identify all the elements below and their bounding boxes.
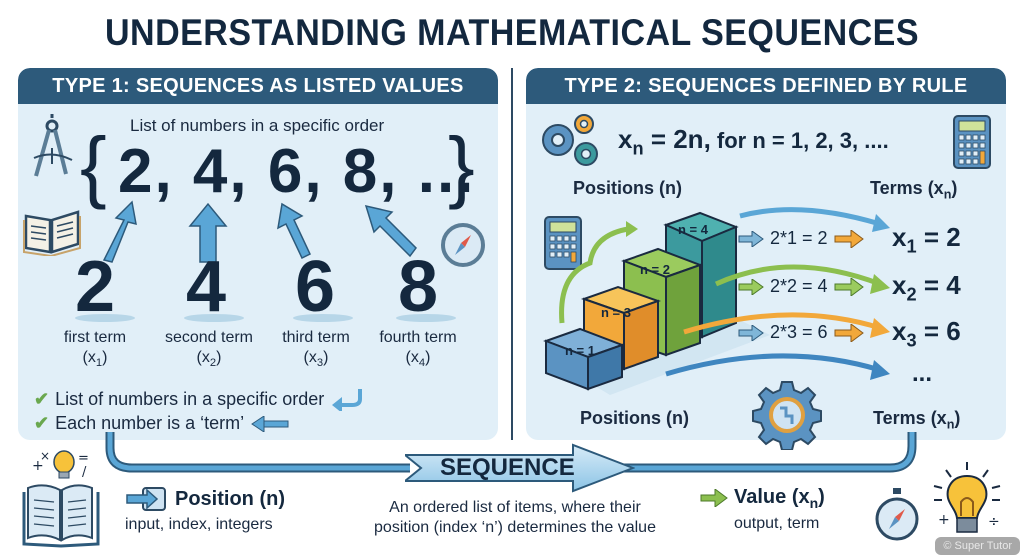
- result-x2: x2 = 4: [892, 270, 961, 305]
- svg-text:/: /: [82, 465, 87, 480]
- set-values: 2, 4, 6, 8, ...: [118, 137, 476, 206]
- input-arrow-icon: [126, 487, 166, 511]
- term-shadow: [75, 314, 135, 322]
- positions-label-top: Positions (n): [573, 178, 682, 198]
- lightbulb-icon: + ÷: [933, 462, 1001, 533]
- svg-text:×: ×: [40, 449, 50, 463]
- calc-row-1: 2*1 = 2: [738, 228, 864, 249]
- svg-text:=: =: [78, 451, 89, 466]
- svg-text:+: +: [32, 458, 44, 474]
- check-item-1: ✔ List of numbers in a specific order: [34, 387, 366, 411]
- compass-drawing-icon: [33, 114, 73, 177]
- left-arrow-icon: [251, 415, 289, 432]
- panel-divider: [511, 68, 513, 440]
- result-x3: x3 = 6: [892, 316, 961, 351]
- output-arrow-icon: [700, 489, 728, 508]
- value-title: Value (xn): [734, 486, 825, 511]
- arrow-right-icon: [834, 277, 864, 296]
- page-title: UNDERSTANDING MATHEMATICAL SEQUENCES: [105, 12, 919, 53]
- term-value-4: 8: [397, 247, 439, 327]
- term-pointer-arrows: [102, 200, 417, 263]
- term-label-4: fourth term (x4): [379, 329, 457, 369]
- gears-icon: [542, 114, 598, 166]
- result-x1: x1 = 2: [892, 222, 961, 257]
- type1-header: TYPE 1: SEQUENCES AS LISTED VALUES: [18, 68, 498, 104]
- gear-magnifier-icon: [752, 381, 822, 450]
- type1-panel: TYPE 1: SEQUENCES AS LISTED VALUES: [18, 68, 498, 440]
- arrow-right-icon: [738, 324, 764, 341]
- check-icon: ✔: [34, 388, 50, 409]
- term-label-2: second term (x2): [164, 329, 254, 369]
- term-label-3: third term (x3): [282, 329, 350, 369]
- step-label-4: n = 4: [678, 222, 708, 237]
- term-shadow: [293, 314, 353, 322]
- terms-label-bottom: Terms (xn): [873, 408, 961, 432]
- position-title: Position (n): [175, 487, 285, 510]
- calculator-icon: [953, 115, 991, 169]
- mapping-curve-arrows: [665, 207, 890, 380]
- check-icon: ✔: [34, 413, 50, 433]
- position-block: Position (n) input, index, integers: [125, 486, 285, 534]
- arrow-right-icon: [834, 229, 864, 248]
- term-value-1: 2: [74, 247, 116, 327]
- arrow-right-icon: [834, 323, 864, 342]
- calc-row-3: 2*3 = 6: [738, 322, 864, 343]
- positions-label-bottom: Positions (n): [580, 408, 689, 428]
- sequence-banner: [405, 443, 635, 493]
- term-shadow: [184, 314, 244, 322]
- position-subtitle: input, index, integers: [125, 516, 273, 533]
- terms-label-top: Terms (xn): [870, 178, 958, 202]
- arrow-right-icon: [738, 230, 764, 247]
- calc-row-2: 2*2 = 4: [738, 276, 864, 297]
- term-shadow: [396, 314, 456, 322]
- sequence-flow-connector: [105, 432, 917, 473]
- step-label-1: n = 1: [565, 343, 595, 358]
- open-book-icon: [23, 210, 81, 256]
- svg-text:+: +: [938, 512, 950, 528]
- step-label-2: n = 2: [640, 262, 670, 277]
- arrow-right-icon: [738, 278, 764, 295]
- value-subtitle: output, term: [734, 514, 820, 532]
- position-staircase: [543, 211, 770, 395]
- sequence-label: SEQUENCE: [440, 454, 575, 481]
- step-label-3: n = 3: [601, 305, 631, 320]
- term-label-1: first term (x1): [63, 329, 127, 369]
- calculator-icon: [544, 216, 582, 270]
- return-arrow-icon: [332, 389, 363, 411]
- type2-header: TYPE 2: SEQUENCES DEFINED BY RULE: [526, 68, 1006, 104]
- watermark: © Super Tutor: [935, 537, 1020, 555]
- book-idea-icon: + × = /: [22, 449, 100, 548]
- check-item-2: ✔ Each number is a ‘term’: [34, 413, 290, 434]
- rule-formula: xn = 2n, for n = 1, 2, 3, ....: [618, 124, 889, 159]
- stopwatch-icon: [875, 488, 919, 541]
- result-ellipsis: ...: [912, 360, 933, 387]
- term-value-2: 4: [185, 247, 227, 327]
- value-block: Value (xn) output, term: [700, 486, 825, 533]
- type1-caption: List of numbers in a specific order: [130, 116, 385, 135]
- set-open-brace: {: [80, 121, 107, 210]
- compass-navigation-icon: [441, 223, 485, 267]
- term-value-3: 6: [294, 247, 336, 327]
- svg-text:÷: ÷: [988, 514, 1000, 530]
- set-close-brace: }: [448, 121, 475, 210]
- sequence-definition: An ordered list of items, where their po…: [374, 499, 656, 536]
